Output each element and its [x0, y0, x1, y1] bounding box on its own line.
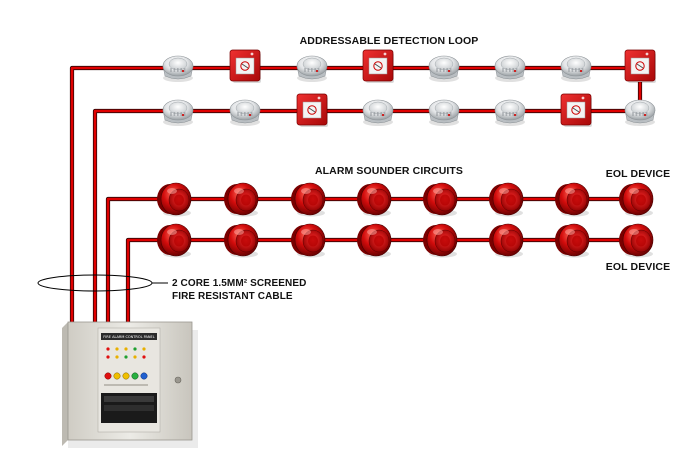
alarm-sounder-icon: [357, 182, 392, 217]
alarm-sounder-icon: [291, 223, 326, 258]
smoke-detector-icon: [624, 99, 656, 126]
fire-alarm-control-panel: FIRE ALARM CONTROL PANEL: [62, 321, 198, 448]
alarm-sounder-icon: [157, 182, 192, 217]
smoke-detector-icon: [162, 55, 194, 82]
alarm-sounder-icon: [555, 223, 590, 258]
device-layer: [157, 49, 656, 258]
eol-device-label-top: EOL DEVICE: [606, 168, 670, 180]
detection-loop-cable-1-core: [69, 65, 640, 322]
smoke-detector-icon: [494, 99, 526, 126]
panel-key-lock: [174, 376, 182, 384]
detection-loop-label: ADDRESSABLE DETECTION LOOP: [300, 35, 479, 47]
panel-header-text: FIRE ALARM CONTROL PANEL: [103, 335, 154, 339]
alarm-sounder-icon: [291, 182, 326, 217]
alarm-sounder-icon: [157, 223, 192, 258]
alarm-sounder-icon: [224, 182, 259, 217]
alarm-sounder-icon: [619, 223, 654, 258]
panel-control-buttons: [104, 372, 148, 386]
smoke-detector-icon: [296, 55, 328, 82]
detection-loop-cable-1: [70, 66, 640, 322]
sounder-circuit-cable-2: [126, 238, 640, 322]
cable-bundle-callout: [37, 274, 168, 292]
sounder-circuit-cable-1: [106, 197, 640, 322]
smoke-detector-icon: [494, 55, 526, 82]
alarm-sounder-icon: [555, 182, 590, 217]
manual-call-point-icon: [229, 49, 261, 83]
smoke-detector-icon: [229, 99, 261, 126]
eol-device-label-bottom: EOL DEVICE: [606, 261, 670, 273]
manual-call-point-icon: [560, 93, 592, 127]
alarm-sounder-icon: [489, 223, 524, 258]
smoke-detector-icon: [362, 99, 394, 126]
smoke-detector-icon: [560, 55, 592, 82]
manual-call-point-icon: [296, 93, 328, 127]
smoke-detector-icon: [428, 55, 460, 82]
alarm-sounder-icon: [224, 223, 259, 258]
alarm-sounder-icon: [619, 182, 654, 217]
cable-spec-line-1: 2 CORE 1.5MM² SCREENED: [172, 278, 306, 289]
alarm-sounder-icon: [489, 182, 524, 217]
panel-indicator-leds: [106, 347, 146, 359]
smoke-detector-icon: [428, 99, 460, 126]
cable-layer: [69, 65, 643, 322]
sounder-circuits-label: ALARM SOUNDER CIRCUITS: [315, 165, 463, 177]
cable-spec-line-2: FIRE RESISTANT CABLE: [172, 291, 293, 302]
smoke-detector-icon: [162, 99, 194, 126]
sounder-circuit-cable-1-core: [105, 196, 640, 322]
alarm-sounder-icon: [423, 182, 458, 217]
alarm-sounder-icon: [357, 223, 392, 258]
alarm-sounder-icon: [423, 223, 458, 258]
panel-header-strip: [101, 333, 157, 340]
manual-call-point-icon: [624, 49, 656, 83]
manual-call-point-icon: [362, 49, 394, 83]
